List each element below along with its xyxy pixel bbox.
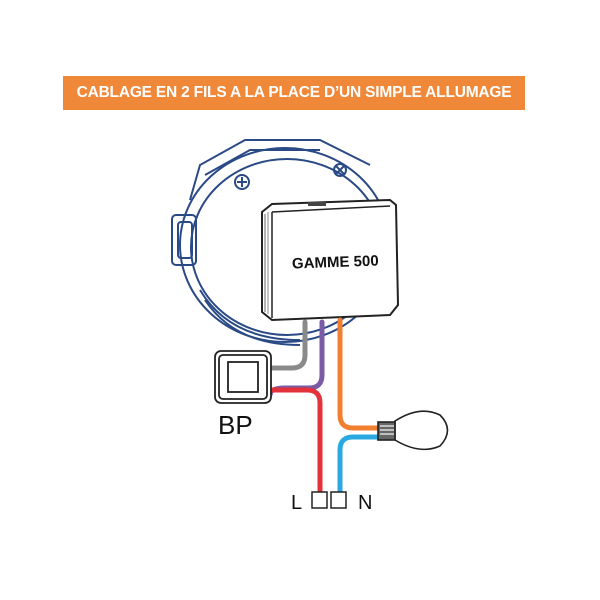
light-bulb-icon [377, 410, 449, 451]
gamme-500-module-icon [261, 198, 400, 322]
device-label: GAMME 500 [291, 252, 379, 273]
purple-wire [267, 319, 325, 398]
blue-wire [337, 434, 381, 495]
terminal-block-icon [311, 491, 347, 509]
red-wire [267, 387, 323, 495]
switch-label: BP [218, 410, 253, 440]
neutral-terminal-label: N [358, 492, 373, 514]
grey-wire [267, 319, 308, 371]
title-banner: CABLAGE EN 2 FILS A LA PLACE D’UN SIMPLE… [63, 76, 525, 110]
live-terminal-label: L [291, 492, 303, 514]
orange-wire [337, 317, 381, 431]
push-button-icon [214, 350, 272, 404]
